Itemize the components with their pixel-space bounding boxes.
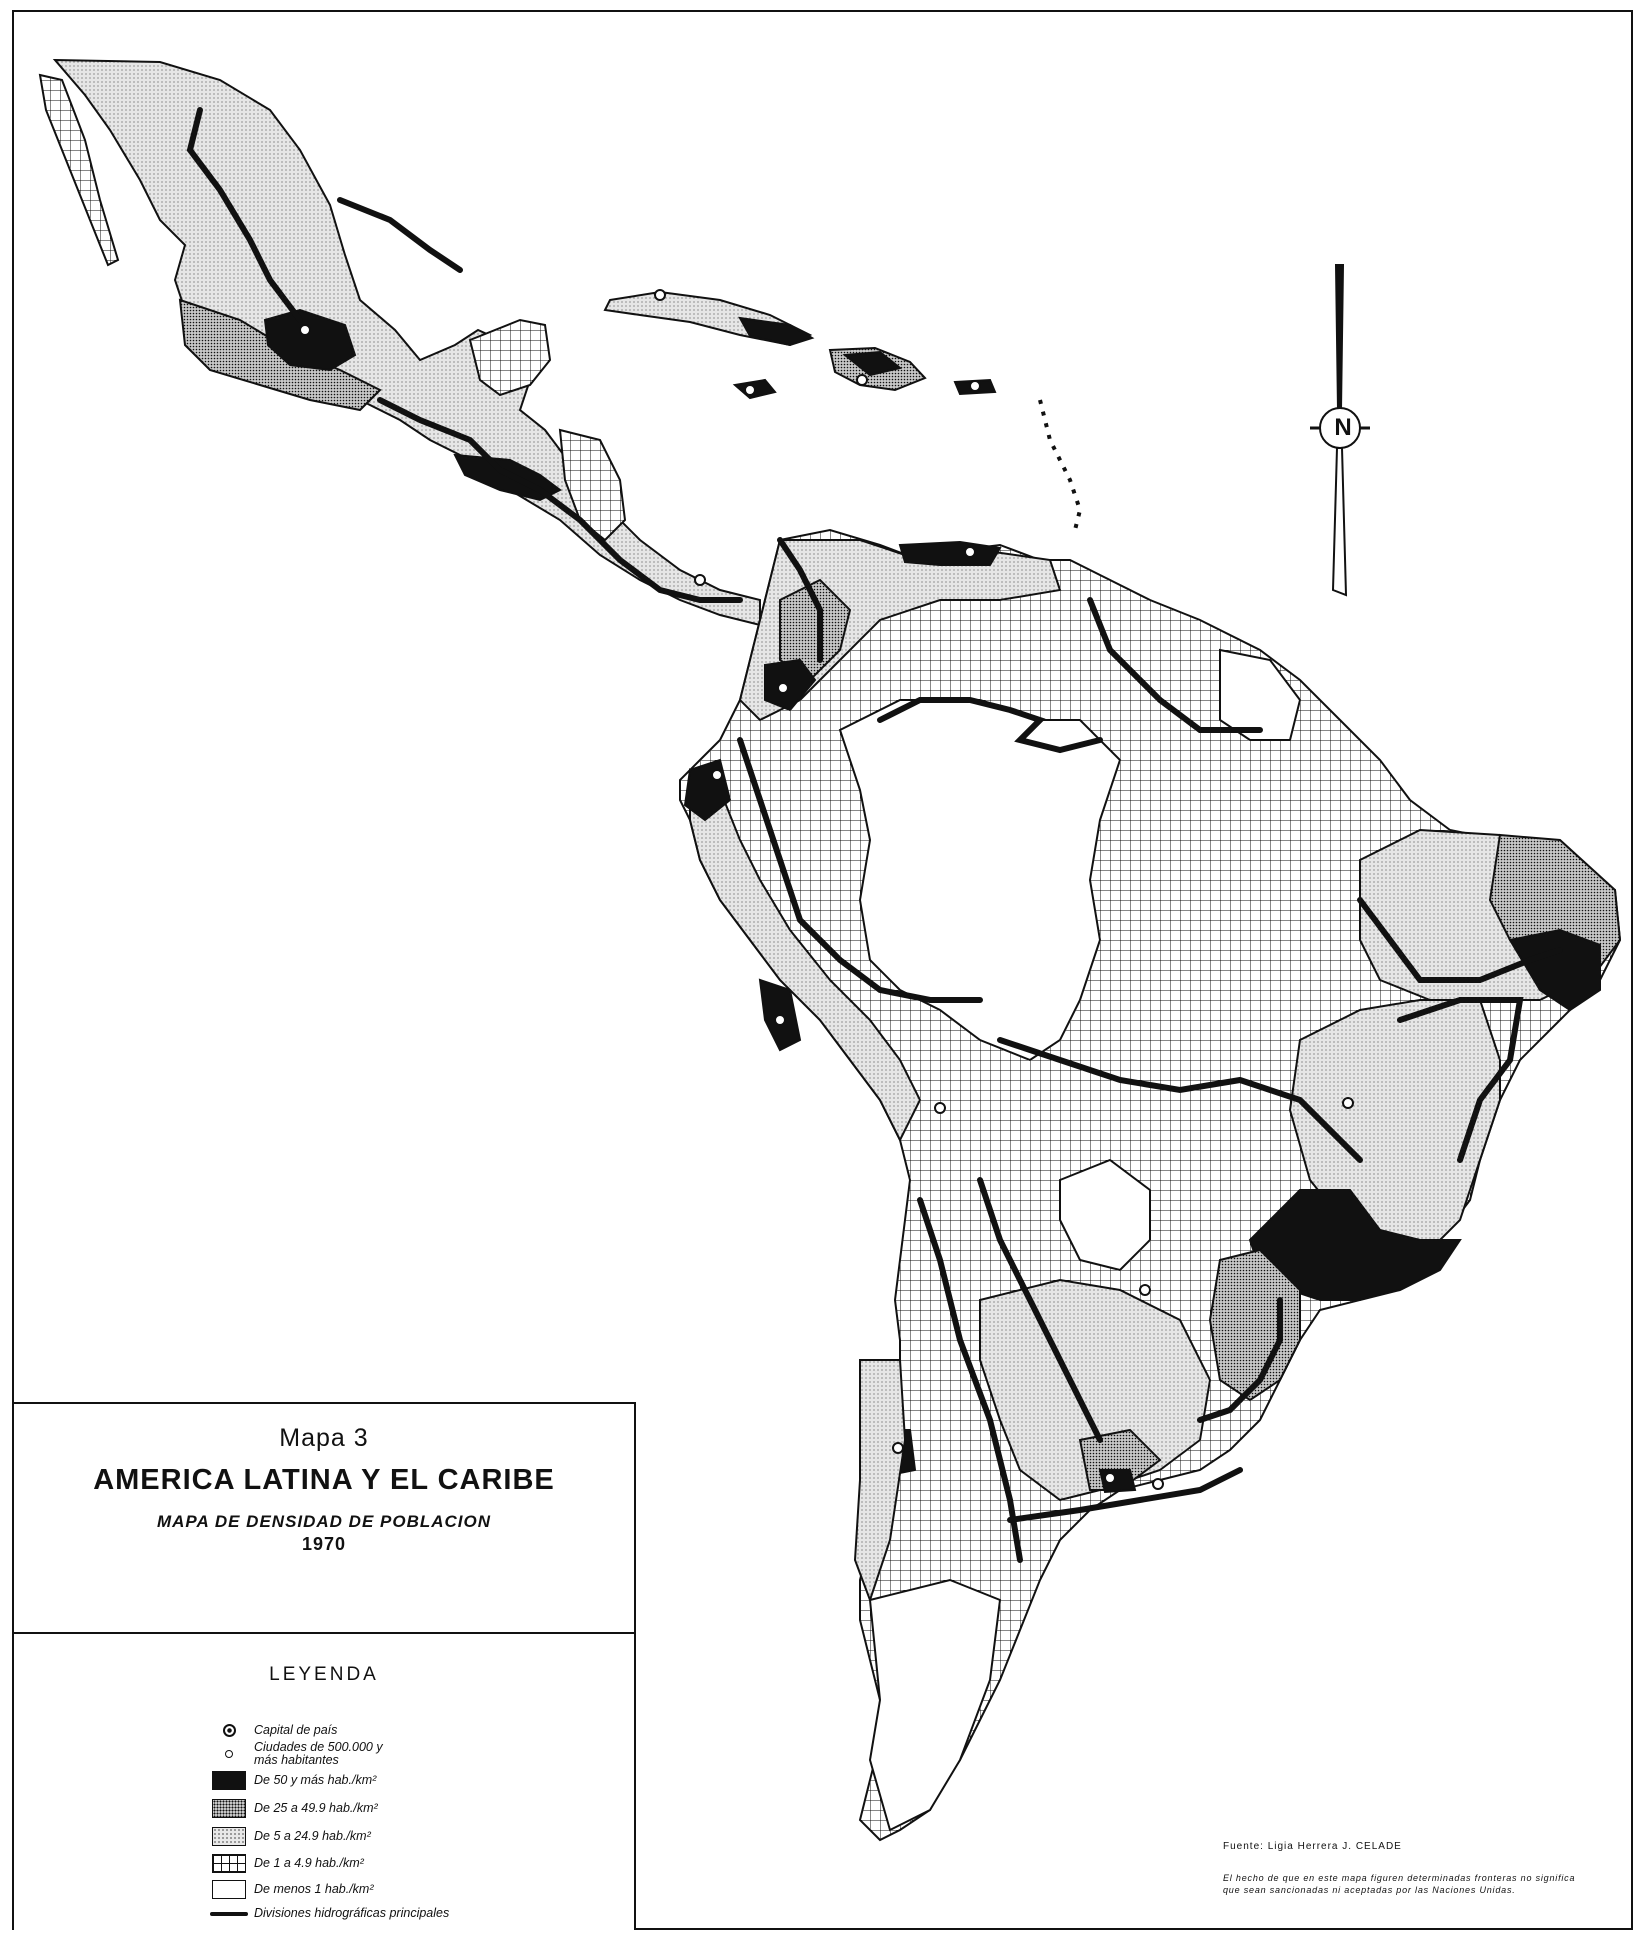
south-america-outline: [679, 528, 1622, 1842]
river-line: [997, 1037, 1363, 1163]
north-arrow: [1310, 264, 1370, 597]
capital-icon: [1139, 1284, 1151, 1296]
river-line: [777, 537, 823, 663]
legend-item-density-25: De 25 a 49.9 hab./km²: [204, 1799, 378, 1818]
baja-california: [38, 73, 120, 267]
swatch-dense-dots: [212, 1799, 246, 1818]
city-icon: [225, 1750, 233, 1758]
capital-icon: [1342, 1097, 1354, 1109]
river-line: [1357, 897, 1563, 983]
river-line: [917, 1197, 1023, 1563]
capital-icon: [964, 546, 976, 558]
south-america: [679, 528, 1622, 1842]
capital-icon: [654, 289, 666, 301]
capitals: [299, 289, 1354, 1490]
river-line: [337, 197, 463, 273]
caracas-dense: [898, 540, 1002, 566]
north-brazil-sparse: [1219, 648, 1302, 741]
legend-label: Ciudades de 500.000 y más habitantes: [254, 1740, 383, 1767]
cuba-east-dense: [738, 316, 815, 347]
pantanal-sparse: [1059, 1158, 1151, 1272]
mexico-central-america: [38, 58, 761, 627]
recife-dense: [1508, 928, 1601, 1012]
capital-icon: [694, 574, 706, 586]
river-line-icon: [210, 1911, 248, 1916]
amazon-sparse: [838, 699, 1122, 1062]
river-line: [977, 1177, 1103, 1443]
yucatan: [468, 318, 552, 397]
legend-title: LEYENDA: [269, 1664, 379, 1685]
patagonia-sparse: [868, 1578, 1002, 1832]
legend-label: Divisiones hidrográficas principales: [254, 1906, 450, 1920]
capital-icon: [1104, 1472, 1116, 1484]
map-frame: [12, 10, 1633, 1930]
caribbean: [603, 290, 1083, 531]
river-line: [737, 737, 983, 1003]
river-line: [1197, 1297, 1283, 1423]
capital-icon: [711, 769, 723, 781]
lesser-antilles: [1038, 399, 1083, 531]
capital-icon: [934, 1102, 946, 1114]
legend-item-capital: Capital de país: [204, 1724, 337, 1737]
map-number: Mapa 3: [279, 1424, 369, 1452]
pacific-coast-light: [689, 768, 922, 1143]
disclaimer-note: El hecho de que en este mapa figuren det…: [1223, 1873, 1576, 1895]
map-title: AMERICA LATINA Y EL CARIBE: [93, 1464, 555, 1496]
chile-central-light: [853, 1359, 907, 1603]
south-brazil-dense: [1208, 1248, 1301, 1402]
legend-label: De menos 1 hab./km²: [254, 1882, 374, 1896]
legend-label: Capital de país: [254, 1723, 338, 1737]
capital-icon: [222, 1724, 236, 1737]
capital-icon: [299, 324, 311, 336]
legend-item-density-50: De 50 y más hab./km²: [204, 1771, 376, 1790]
swatch-light-dots: [212, 1827, 246, 1846]
uruguay-dense: [1078, 1428, 1162, 1491]
capital-icon: [969, 380, 981, 392]
map-subtitle: MAPA DE DENSIDAD DE POBLACION: [156, 1512, 492, 1531]
legend-item-hydrographic: Divisiones hidrográficas principales: [204, 1907, 449, 1920]
hydrographic-divisions: [186, 107, 1563, 1563]
legend-item-density-1: De 1 a 4.9 hab./km²: [204, 1854, 364, 1873]
mexico-city-region: [263, 308, 357, 372]
swatch-white: [212, 1880, 246, 1899]
capital-icon: [744, 384, 756, 396]
river-line: [1397, 997, 1524, 1163]
river-line: [377, 397, 743, 603]
central-america-east: [558, 428, 627, 542]
capital-icon: [1152, 1478, 1164, 1490]
legend-label: De 25 a 49.9 hab./km²: [254, 1801, 378, 1815]
legend-label: De 1 a 4.9 hab./km²: [254, 1856, 364, 1870]
capital-icon: [777, 682, 789, 694]
legend: LEYENDA Capital de país Ciudades de 500.…: [14, 1632, 636, 1930]
source-note: Fuente: Ligia Herrera J. CELADE: [1223, 1841, 1402, 1852]
legend-item-density-5: De 5 a 24.9 hab./km²: [204, 1827, 371, 1846]
title-box: Mapa 3 AMERICA LATINA Y EL CARIBE MAPA D…: [14, 1402, 636, 1632]
legend-item-density-less-1: De menos 1 hab./km²: [204, 1880, 374, 1899]
river-line: [1087, 597, 1263, 733]
north-arrow-needle-top: [1334, 264, 1345, 411]
river-line: [186, 107, 303, 323]
capital-icon: [892, 1442, 904, 1454]
mexico-mainland: [52, 58, 761, 627]
capital-icon: [856, 374, 868, 386]
legend-item-city: Ciudades de 500.000 y más habitantes: [204, 1741, 404, 1767]
river-line: [877, 697, 1103, 754]
north-arrow-needle-bottom: [1331, 447, 1348, 597]
swatch-black: [212, 1771, 246, 1790]
colombia-dense: [779, 578, 852, 682]
map-year: 1970: [301, 1534, 347, 1554]
legend-label: De 50 y más hab./km²: [254, 1773, 377, 1787]
bogota-dense: [764, 658, 817, 712]
swatch-grid: [212, 1854, 246, 1873]
hispaniola-dense: [842, 350, 903, 377]
pampas-light: [979, 1278, 1212, 1502]
capital-icon: [774, 1014, 786, 1026]
river-line: [1007, 1467, 1243, 1523]
legend-label: De 5 a 24.9 hab./km²: [254, 1829, 371, 1843]
north-label: N: [1334, 414, 1352, 441]
